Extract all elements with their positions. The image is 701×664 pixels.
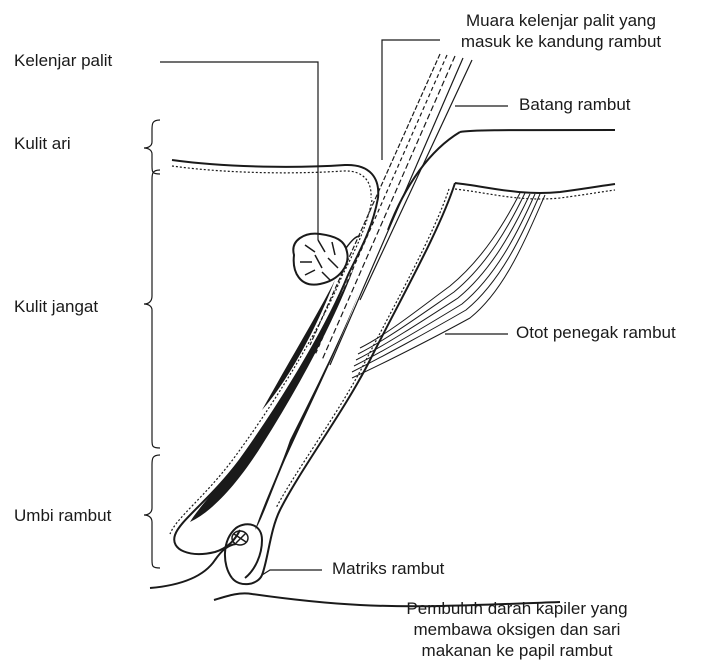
label-arrector-muscle: Otot penegak rambut <box>516 322 676 343</box>
hair-papilla <box>225 524 262 578</box>
label-sebaceous-gland: Kelenjar palit <box>14 50 112 71</box>
label-epidermis: Kulit ari <box>14 133 71 154</box>
label-hair-bulb: Umbi rambut <box>14 505 111 526</box>
label-gland-duct-line1: Muara kelenjar palit yang <box>446 10 676 31</box>
label-capillary-line3: makanan ke papil rambut <box>372 640 662 661</box>
label-capillary-line2: membawa oksigen dan sari <box>372 619 662 640</box>
follicle-sheath <box>170 183 455 584</box>
label-dermis: Kulit jangat <box>14 296 98 317</box>
label-gland-duct-line2: masuk ke kandung rambut <box>446 31 676 52</box>
label-capillary: Pembuluh darah kapiler yang membawa oksi… <box>372 598 662 661</box>
label-hair-shaft: Batang rambut <box>519 94 631 115</box>
label-gland-duct: Muara kelenjar palit yang masuk ke kandu… <box>446 10 676 52</box>
region-brackets <box>144 120 160 568</box>
label-capillary-line1: Pembuluh darah kapiler yang <box>372 598 662 619</box>
skin-surface <box>172 130 615 230</box>
label-hair-matrix: Matriks rambut <box>332 558 444 579</box>
arrector-pili-muscle <box>352 193 545 378</box>
